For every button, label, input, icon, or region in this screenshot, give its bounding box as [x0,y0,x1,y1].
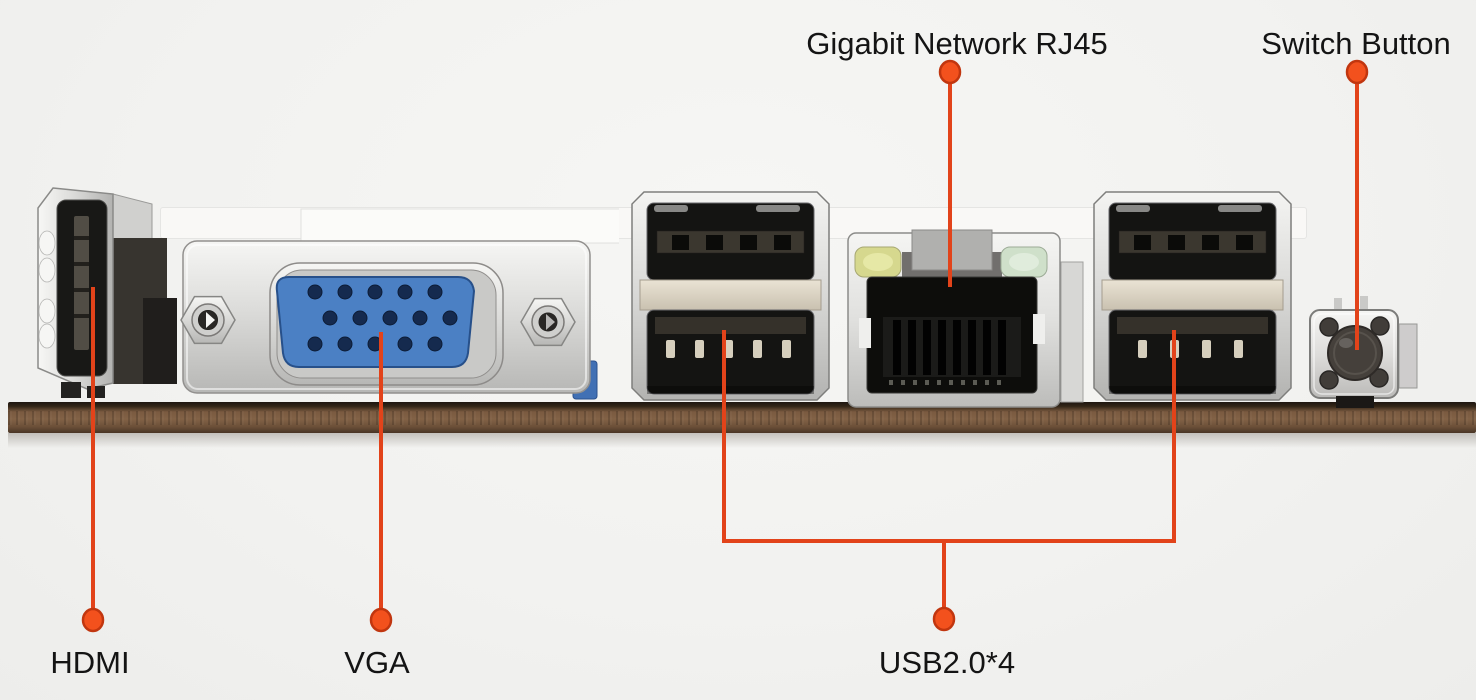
label-switch-button: Switch Button [1261,26,1451,61]
usb-tongue-top [1118,230,1267,254]
switch-base [1336,396,1374,408]
switch-corner-rivets [1319,316,1390,390]
usb-divider [639,279,822,311]
label-hdmi: HDMI [50,645,130,680]
callout-dot-vga [369,607,393,633]
switch-plunger [1327,325,1383,381]
usb-bottom-shadow [1109,386,1276,394]
pcb-board-edge [8,402,1476,433]
usb-glint [654,205,688,212]
usb-contact-slits [1138,340,1243,358]
hdmi-back-dark [143,298,177,384]
switch-glint [1339,338,1353,348]
hdmi-port [37,187,177,398]
callout-dot-gigabit-network-rj45 [938,59,962,85]
hdmi-foot [87,386,105,398]
usb-contact-slits [666,340,791,358]
usb-tongue-bottom [1117,317,1268,334]
usb-bottom-shadow [647,386,814,394]
hdmi-tongue-contacts [74,236,89,318]
usb-tongue-bottom [655,317,806,334]
vga-pin-holes [307,284,458,352]
rj45-led-left [854,246,902,278]
usb-tongue-top [656,230,805,254]
power-switch [1309,296,1418,408]
switch-prong [1360,296,1368,310]
callout-dot-usb2-0-x4 [932,606,956,632]
usb-stack-left [631,191,830,401]
usb-contact-notches [1134,235,1253,250]
usb-contact-notches [672,235,791,250]
switch-prong [1334,298,1342,314]
rj45-led-right [1000,246,1048,278]
usb-stack-right [1093,191,1292,401]
usb-glint [1218,205,1262,212]
pcb-shadow [8,433,1476,448]
label-vga: VGA [344,645,410,680]
switch-side-bracket [1398,323,1418,389]
label-usb2-0-x4: USB2.0*4 [878,645,1016,680]
rj45-port [847,229,1084,408]
rj45-latch-notch-left [859,318,871,348]
usb-glint [1116,205,1150,212]
rj45-pin-comb [893,320,1006,375]
vga-jackscrew-right [520,297,576,347]
vga-port [180,208,619,400]
rj45-top-tab [911,229,993,271]
switch-body-highlight [1313,313,1395,395]
hdmi-foot [61,382,81,398]
usb-glint [756,205,800,212]
usb-divider [1101,279,1284,311]
vga-backplate [300,208,619,244]
vga-blue-insert [275,276,476,368]
rj45-side-plate [1060,261,1084,403]
callout-dot-switch-button [1345,59,1369,85]
hdmi-spring-tabs [38,230,56,349]
rj45-latch-notch-right [1033,314,1045,344]
vga-jackscrew-left [180,295,236,345]
callout-dot-hdmi [81,607,105,633]
label-gigabit-network-rj45: Gigabit Network RJ45 [806,26,1108,61]
rj45-contact-dots [889,380,1001,385]
